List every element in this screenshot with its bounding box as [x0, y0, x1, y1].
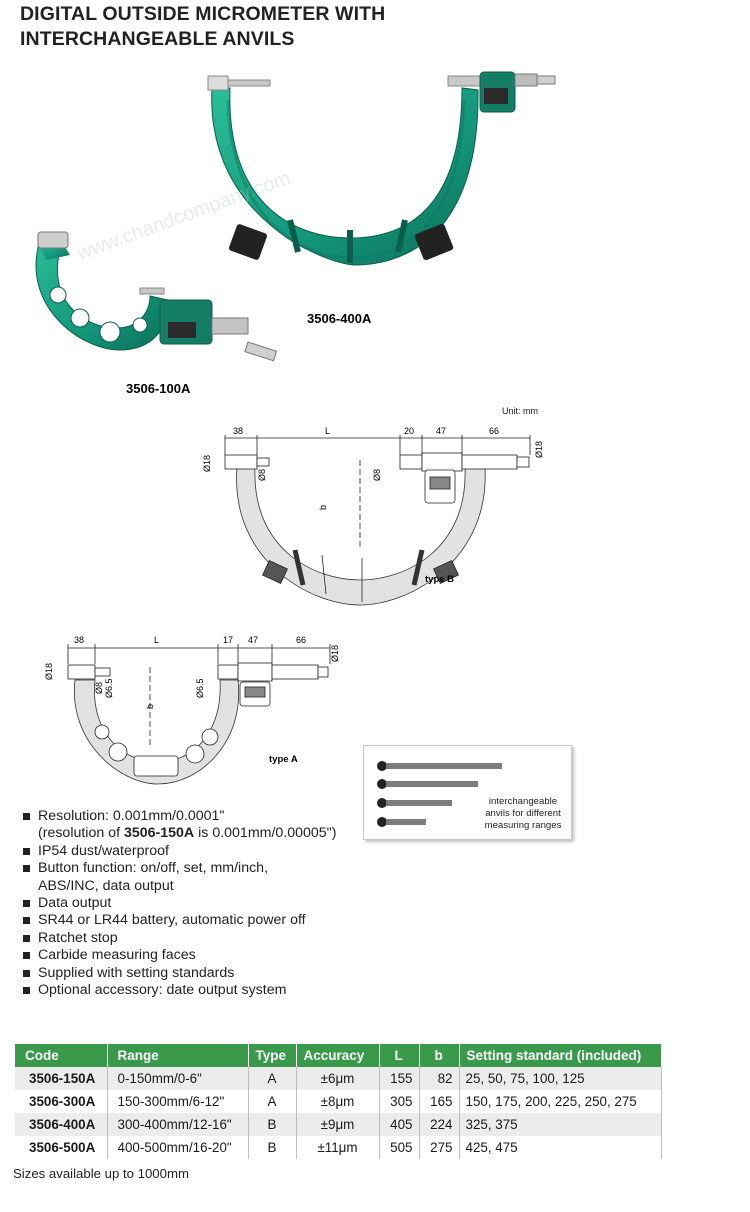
feature-list: Resolution: 0.001mm/0.0001"(resolution o… — [22, 808, 336, 999]
feature-item: SR44 or LR44 battery, automatic power of… — [22, 912, 336, 929]
anvils-caption: interchangeable anvils for different mea… — [478, 796, 568, 832]
table-row: 3506-400A 300-400mm/12-16" B ±9μm 405 22… — [15, 1113, 662, 1136]
dim-a-d18-left: Ø18 — [44, 663, 54, 680]
small-micrometer-photo — [35, 231, 278, 362]
dim-a-66: 66 — [296, 635, 306, 645]
anvils-caption-line-2: anvils for different — [485, 808, 561, 819]
table-row: 3506-150A 0-150mm/0-6" A ±6μm 155 82 25,… — [15, 1067, 662, 1090]
dim-b-47: 47 — [436, 426, 446, 436]
small-photo-label: 3506-100A — [126, 381, 191, 396]
unit-label: Unit: mm — [502, 406, 538, 416]
bullet-icon — [23, 847, 30, 855]
feature-item: Supplied with setting standards — [22, 965, 336, 982]
dim-a-d65-left: Ø6.5 — [104, 678, 114, 698]
anvils-caption-line-3: measuring ranges — [484, 820, 562, 831]
dim-b-d8-right: Ø8 — [372, 469, 382, 481]
feature-item: Optional accessory: date output system — [22, 982, 336, 999]
bullet-icon — [23, 987, 30, 995]
title-line-2: INTERCHANGEABLE ANVILS — [20, 28, 295, 50]
feature-item: Carbide measuring faces — [22, 947, 336, 964]
dim-b-38: 38 — [233, 426, 243, 436]
type-b-diagram: 38 L 20 47 66 Ø18 Ø18 Ø8 Ø8 b type B — [202, 426, 544, 606]
feature-sub: (resolution of 3506-150A is 0.001mm/0.00… — [38, 825, 337, 842]
feature-item: Ratchet stop — [22, 930, 336, 947]
header-setting-standard: Setting standard (included) — [459, 1044, 662, 1067]
dim-b-d8-left: Ø8 — [257, 469, 267, 481]
dim-a-b: b — [145, 704, 155, 709]
page-title: DIGITAL OUTSIDE MICROMETER WITH INTERCHA… — [20, 2, 385, 52]
header-b: b — [419, 1044, 460, 1067]
dim-a-d18-right: Ø18 — [330, 645, 340, 662]
header-code: Code — [15, 1044, 108, 1067]
anvils-inset: interchangeable anvils for different mea… — [363, 745, 572, 840]
dim-a-47: 47 — [248, 635, 258, 645]
header-type: Type — [248, 1044, 297, 1067]
table-row: 3506-500A 400-500mm/16-20" B ±11μm 505 2… — [15, 1136, 662, 1159]
dim-a-d8: Ø8 — [94, 682, 104, 694]
large-photo-label: 3506-400A — [307, 311, 372, 326]
type-b-label: type B — [425, 574, 454, 585]
anvils-caption-line-1: interchangeable — [488, 796, 558, 807]
dim-a-17: 17 — [223, 635, 233, 645]
dim-b-20: 20 — [404, 426, 414, 436]
large-micrometer-photo — [207, 71, 556, 266]
table-row: 3506-300A 150-300mm/6-12" A ±8μm 305 165… — [15, 1090, 662, 1113]
dim-b-d18-left: Ø18 — [202, 455, 212, 472]
anvil-rods-illustration — [377, 761, 502, 827]
bullet-icon — [23, 813, 30, 820]
title-line-1: DIGITAL OUTSIDE MICROMETER WITH — [20, 3, 386, 25]
header-accuracy: Accuracy — [296, 1044, 380, 1067]
table-header-row: Code Range Type Accuracy L b Setting sta… — [15, 1044, 662, 1067]
bullet-icon — [23, 952, 30, 960]
dim-a-38: 38 — [74, 635, 84, 645]
dim-b-66: 66 — [489, 426, 499, 436]
feature-item: IP54 dust/waterproof — [22, 843, 336, 860]
type-a-label: type A — [269, 754, 298, 765]
spec-table: Code Range Type Accuracy L b Setting sta… — [15, 1044, 662, 1159]
bullet-icon — [23, 900, 30, 908]
type-a-diagram: 38 L 17 47 66 Ø18 Ø18 Ø8 Ø6.5 Ø6.5 b typ… — [44, 635, 340, 785]
bullet-icon — [23, 969, 30, 977]
bullet-icon — [23, 934, 30, 942]
feature-item: Resolution: 0.001mm/0.0001"(resolution o… — [22, 808, 336, 843]
bullet-icon — [23, 917, 30, 925]
header-range: Range — [107, 1044, 249, 1067]
product-photos: 3506-400A 3506-100A www.chandcompany.com — [35, 71, 556, 396]
dim-a-d65-right: Ø6.5 — [195, 678, 205, 698]
feature-item: Button function: on/off, set, mm/inch,AB… — [22, 860, 336, 895]
bullet-icon — [23, 865, 30, 873]
dim-b-b: b — [318, 505, 328, 510]
footnote: Sizes available up to 1000mm — [13, 1166, 189, 1181]
dim-b-d18-right: Ø18 — [534, 441, 544, 458]
dim-a-l: L — [154, 635, 159, 645]
dim-b-l: L — [325, 426, 330, 436]
feature-item: Data output — [22, 895, 336, 912]
header-l: L — [379, 1044, 420, 1067]
